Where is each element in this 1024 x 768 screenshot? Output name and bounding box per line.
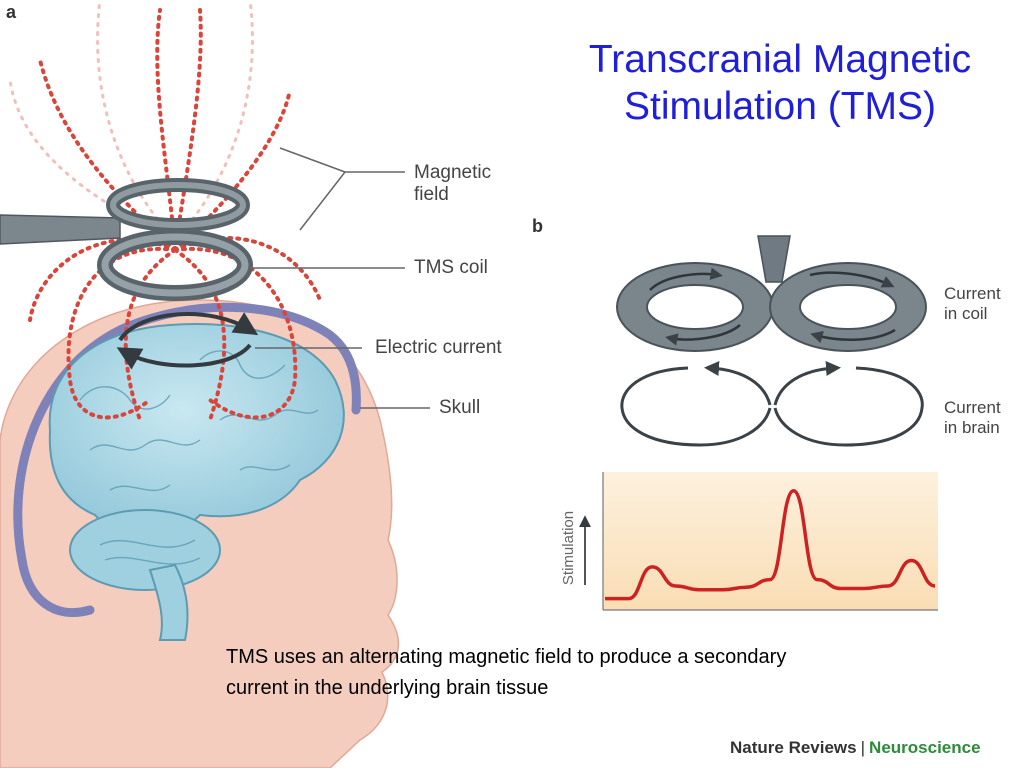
title-line-1: Transcranial Magnetic <box>588 38 972 81</box>
chart-y-label: Stimulation <box>560 511 577 585</box>
label-current-in-brain: Current in brain <box>944 398 1001 437</box>
stimulation-curve <box>605 488 936 601</box>
credit-journal: Neuroscience <box>869 738 981 757</box>
label-magnetic-field: Magnetic field <box>414 162 492 205</box>
electric-current-arrow <box>116 343 252 370</box>
stimulation-chart: Stimulation <box>560 472 938 611</box>
label-skull: Skull <box>439 397 481 418</box>
credit-publisher: Nature Reviews <box>730 738 857 757</box>
label-electric-current: Electric current <box>375 337 502 358</box>
caption: TMS uses an alternating magnetic field t… <box>226 646 787 699</box>
magnetic-field-lines-faint <box>8 0 254 242</box>
figure-eight-coil <box>616 235 927 352</box>
brainstem <box>148 563 189 641</box>
source-credit: Nature Reviews|Neuroscience <box>730 738 981 758</box>
tms-coil <box>0 178 253 301</box>
slide-title: Transcranial Magnetic Stimulation (TMS) <box>545 36 1015 130</box>
electric-current-arrow <box>118 312 259 342</box>
chart-plot-area <box>603 472 938 610</box>
panel-b-letter: b <box>532 216 543 236</box>
current-in-brain-loops <box>620 361 924 447</box>
label-tms-coil: TMS coil <box>414 257 488 278</box>
credit-separator: | <box>860 738 866 757</box>
coil-stem <box>757 235 791 283</box>
title-line-2: Stimulation (TMS) <box>623 85 937 128</box>
coil-handle <box>0 214 121 245</box>
skull <box>13 302 361 565</box>
panel-a-letter: a <box>6 2 17 22</box>
cerebellum <box>69 509 221 591</box>
label-current-in-coil: Current in coil <box>944 284 1001 323</box>
